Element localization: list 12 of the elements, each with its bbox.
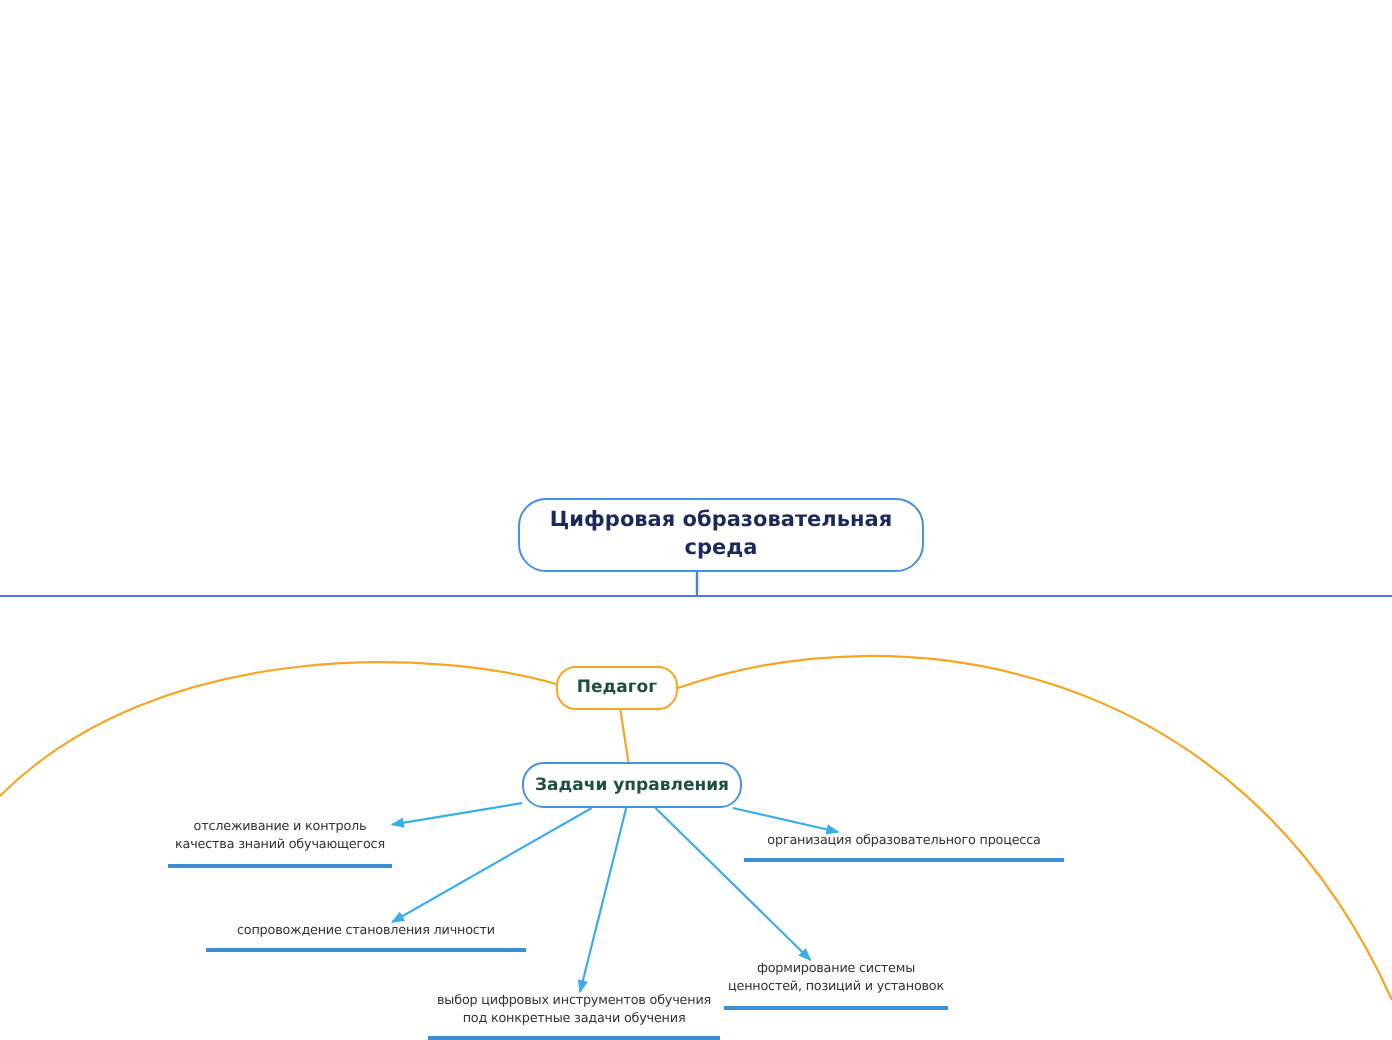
topic-box: Цифровая образовательная среда	[518, 498, 924, 572]
topic-box: Задачи управления	[522, 762, 742, 808]
arrow	[654, 807, 812, 961]
connector-line	[0, 661, 557, 797]
connector-line	[695, 572, 1392, 598]
connector-line	[677, 655, 1392, 1001]
connector-line	[619, 709, 630, 763]
arrow	[391, 807, 593, 923]
arrow	[577, 807, 628, 994]
arrow	[390, 802, 523, 828]
topic-box: Педагог	[556, 666, 678, 710]
arrow	[732, 806, 840, 835]
